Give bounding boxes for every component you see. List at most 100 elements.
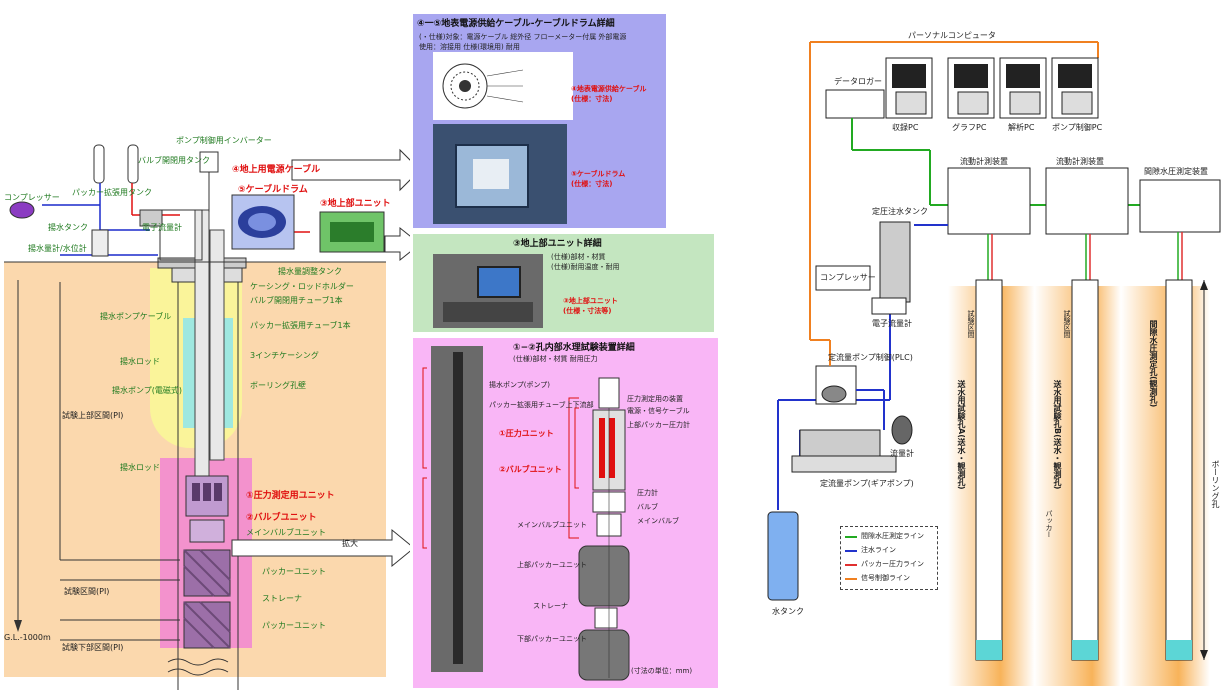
downhole-right-5: バルブ — [637, 503, 658, 511]
downhole-right-6: メインバルブ — [637, 517, 679, 525]
water-meter-label: 揚水量計/水位計 — [28, 244, 87, 253]
pump-right-label: 定流量ポンプ(ギアポンプ) — [820, 479, 914, 488]
cable-label: ④地上用電源ケーブル — [232, 165, 321, 175]
legend-label: 間隙水圧測定ライン — [861, 532, 924, 540]
pump-rod-label: 揚水ロッド — [120, 357, 160, 366]
strainer-label: ストレーナ — [262, 594, 302, 603]
depth-label: G.L.-1000m — [4, 633, 51, 642]
downhole-panel-sub: (仕様)部材・材質 耐用圧力 — [513, 355, 598, 363]
section-upper-label: 試験上部区間(PI) — [62, 411, 124, 420]
depth-label-right: ボーリング孔 — [1211, 460, 1220, 508]
flowmeter-right-label: 流量計 — [890, 449, 914, 458]
downhole-schematic — [422, 367, 630, 681]
legend-swatch — [845, 536, 857, 538]
left-borehole-diagram: コンプレッサー バルブ開閉用タンク パッカー拡張用タンク 揚水タンク 電子流量計… — [0, 0, 410, 700]
ground-panel-red1b: (仕様・寸法等) — [563, 307, 612, 315]
controller-2-label: 流動計測装置 — [1056, 157, 1104, 166]
valve-tank-label: バルブ開閉用タンク — [138, 156, 210, 165]
downhole-photo — [431, 346, 483, 672]
section-test-label: 試験区間(PI) — [64, 587, 110, 596]
casing-3in-label: 3インチケーシング — [250, 351, 319, 360]
downhole-label-pressure: ①圧力ユニット — [499, 429, 554, 438]
section-lower-label: 試験下部区間(PI) — [62, 643, 124, 652]
downhole-right-2: 電源・信号ケーブル — [627, 407, 690, 415]
cable-panel-red2b: (仕様：寸法) — [571, 180, 613, 188]
hole-a-section: 試験区間 — [967, 310, 975, 338]
flow-valve-label: 電子流量計 — [872, 319, 912, 328]
ground-panel-title: ③地上部ユニット詳細 — [513, 239, 602, 249]
pc-pump-label: ポンプ制御PC — [1052, 123, 1103, 132]
downhole-label-mainvalve: メインバルブユニット — [517, 521, 587, 529]
expand-label: 拡大 — [342, 539, 358, 548]
observation-tank-label: 揚水量調整タンク — [278, 267, 342, 276]
downhole-right-3: 上部パッカー圧力計 — [627, 421, 690, 429]
legend-swatch — [845, 578, 857, 580]
controller-3-label: 間隙水圧測定装置 — [1144, 167, 1208, 176]
drum-label: ⑤ケーブルドラム — [238, 185, 308, 195]
packer-tank-label: パッカー拡張用タンク — [72, 188, 152, 197]
legend: 間隙水圧測定ライン 注水ライン パッカー圧力ライン 信号制御ライン — [840, 526, 938, 590]
packer-unit-upper-label: パッカーユニット — [262, 567, 326, 576]
valve-unit-label: ②バルブユニット — [246, 513, 317, 523]
water-tank-right-label: 水タンク — [772, 607, 804, 616]
pump-inverter-label: ポンプ制御用インバーター — [176, 136, 272, 145]
compressor-label: コンプレッサー — [4, 193, 60, 202]
ground-panel-sub2: (仕様)耐用温度・耐用 — [551, 263, 620, 271]
cable-cross-section — [433, 52, 573, 120]
downhole-right-1: 圧力測定用の装置 — [627, 395, 683, 403]
downhole-label-pump: 揚水ポンプ(ポンプ) — [489, 381, 551, 389]
data-logger-label: データロガー — [834, 77, 882, 86]
legend-label: パッカー圧力ライン — [861, 560, 924, 568]
hole-a-label: 送水用試験孔A(送水・観測孔) — [957, 380, 966, 490]
packer-label-right: パッカー — [1045, 510, 1053, 538]
downhole-right-4: 圧力計 — [637, 489, 658, 497]
hole-b-label: 送水用試験孔B(送水・観測孔) — [1053, 380, 1062, 490]
pump-label: 揚水ポンプ(電磁式) — [112, 386, 183, 395]
ground-panel-red1: ③地上部ユニット — [563, 297, 618, 305]
legend-label: 注水ライン — [861, 546, 896, 554]
valve-tube-label: バルブ開閉用チューブ1本 — [250, 296, 343, 305]
pump-ctrl-label: 定流量ポンプ制御(PLC) — [828, 353, 913, 362]
pump-rod-lower-label: 揚水ロッド — [120, 463, 160, 472]
flowmeter-label: 電子流量計 — [142, 223, 182, 232]
left-diagram-lines — [4, 144, 410, 690]
right-compressor-label: コンプレッサー — [820, 273, 876, 282]
borehole-wall-label: ボーリング孔壁 — [250, 381, 306, 390]
ground-unit-panel: ③地上部ユニット詳細 (仕様)部材・材質 (仕様)耐用温度・耐用 ③地上部ユニッ… — [413, 234, 714, 332]
cable-panel-sub2: 使用：溶接用 仕様(環境用) 耐用 — [419, 43, 520, 51]
legend-swatch — [845, 550, 857, 552]
packer-unit-lower-label: パッカーユニット — [262, 621, 326, 630]
pc-graph-label: グラフPC — [952, 123, 987, 132]
casing-holder-label: ケーシング・ロッドホルダー — [250, 282, 354, 291]
hole-b-section: 試験区間 — [1063, 310, 1071, 338]
water-tank-label: 揚水タンク — [48, 223, 88, 232]
pc-record-label: 収録PC — [892, 123, 919, 132]
hole-c-label: 間隙水圧測定孔(観測孔) — [1149, 320, 1158, 408]
ground-unit-photo — [433, 254, 543, 328]
packer-tube-label: パッカー拡張用チューブ1本 — [250, 321, 351, 330]
downhole-label-strainer: ストレーナ — [533, 602, 568, 610]
downhole-panel-title: ①−②孔内部水理試験装置詳細 — [513, 343, 635, 353]
pc-analysis-label: 解析PC — [1008, 123, 1035, 132]
cable-panel-title: ④一⑤地表電源供給ケーブル-ケーブルドラム詳細 — [417, 19, 615, 29]
cable-drum-photo — [433, 124, 567, 224]
pressure-unit-label: ①圧力測定用ユニット — [246, 491, 335, 501]
downhole-bottom-note: (寸法の単位：mm) — [631, 667, 693, 675]
cable-panel-sub1: (・仕様)対象：電源ケーブル 総外径 フローメーター付属 外部電源 — [419, 33, 627, 41]
downhole-label-lowerpacker: 下部パッカーユニット — [517, 635, 587, 643]
cable-detail-panel: ④一⑤地表電源供給ケーブル-ケーブルドラム詳細 (・仕様)対象：電源ケーブル 総… — [413, 14, 666, 228]
cable-panel-red2: ⑤ケーブルドラム — [571, 170, 626, 178]
controller-1-label: 流動計測装置 — [960, 157, 1008, 166]
right-system-diagram: パーソナルコンピュータ データロガー 収録PC グラフPC 解析PC ポンプ制御… — [760, 0, 1228, 700]
downhole-detail-panel: ①−②孔内部水理試験装置詳細 (仕様)部材・材質 耐用圧力 揚水ポンプ(ポンプ)… — [413, 338, 718, 688]
downhole-label-valve: ②バルブユニット — [499, 465, 562, 474]
ground-unit-label: ③地上部ユニット — [320, 199, 391, 209]
tank-water-label: 定圧注水タンク — [872, 207, 928, 216]
legend-label: 信号制御ライン — [861, 574, 910, 582]
ground-panel-sub1: (仕様)部材・材質 — [551, 253, 606, 261]
downhole-label-tube: パッカー拡張用チューブ上下流部 — [489, 401, 594, 409]
cable-panel-red1: ④地表電源供給ケーブル — [571, 85, 647, 93]
legend-swatch — [845, 564, 857, 566]
pump-cable-label: 揚水ポンプケーブル — [100, 312, 172, 321]
pc-title-label: パーソナルコンピュータ — [908, 31, 996, 40]
